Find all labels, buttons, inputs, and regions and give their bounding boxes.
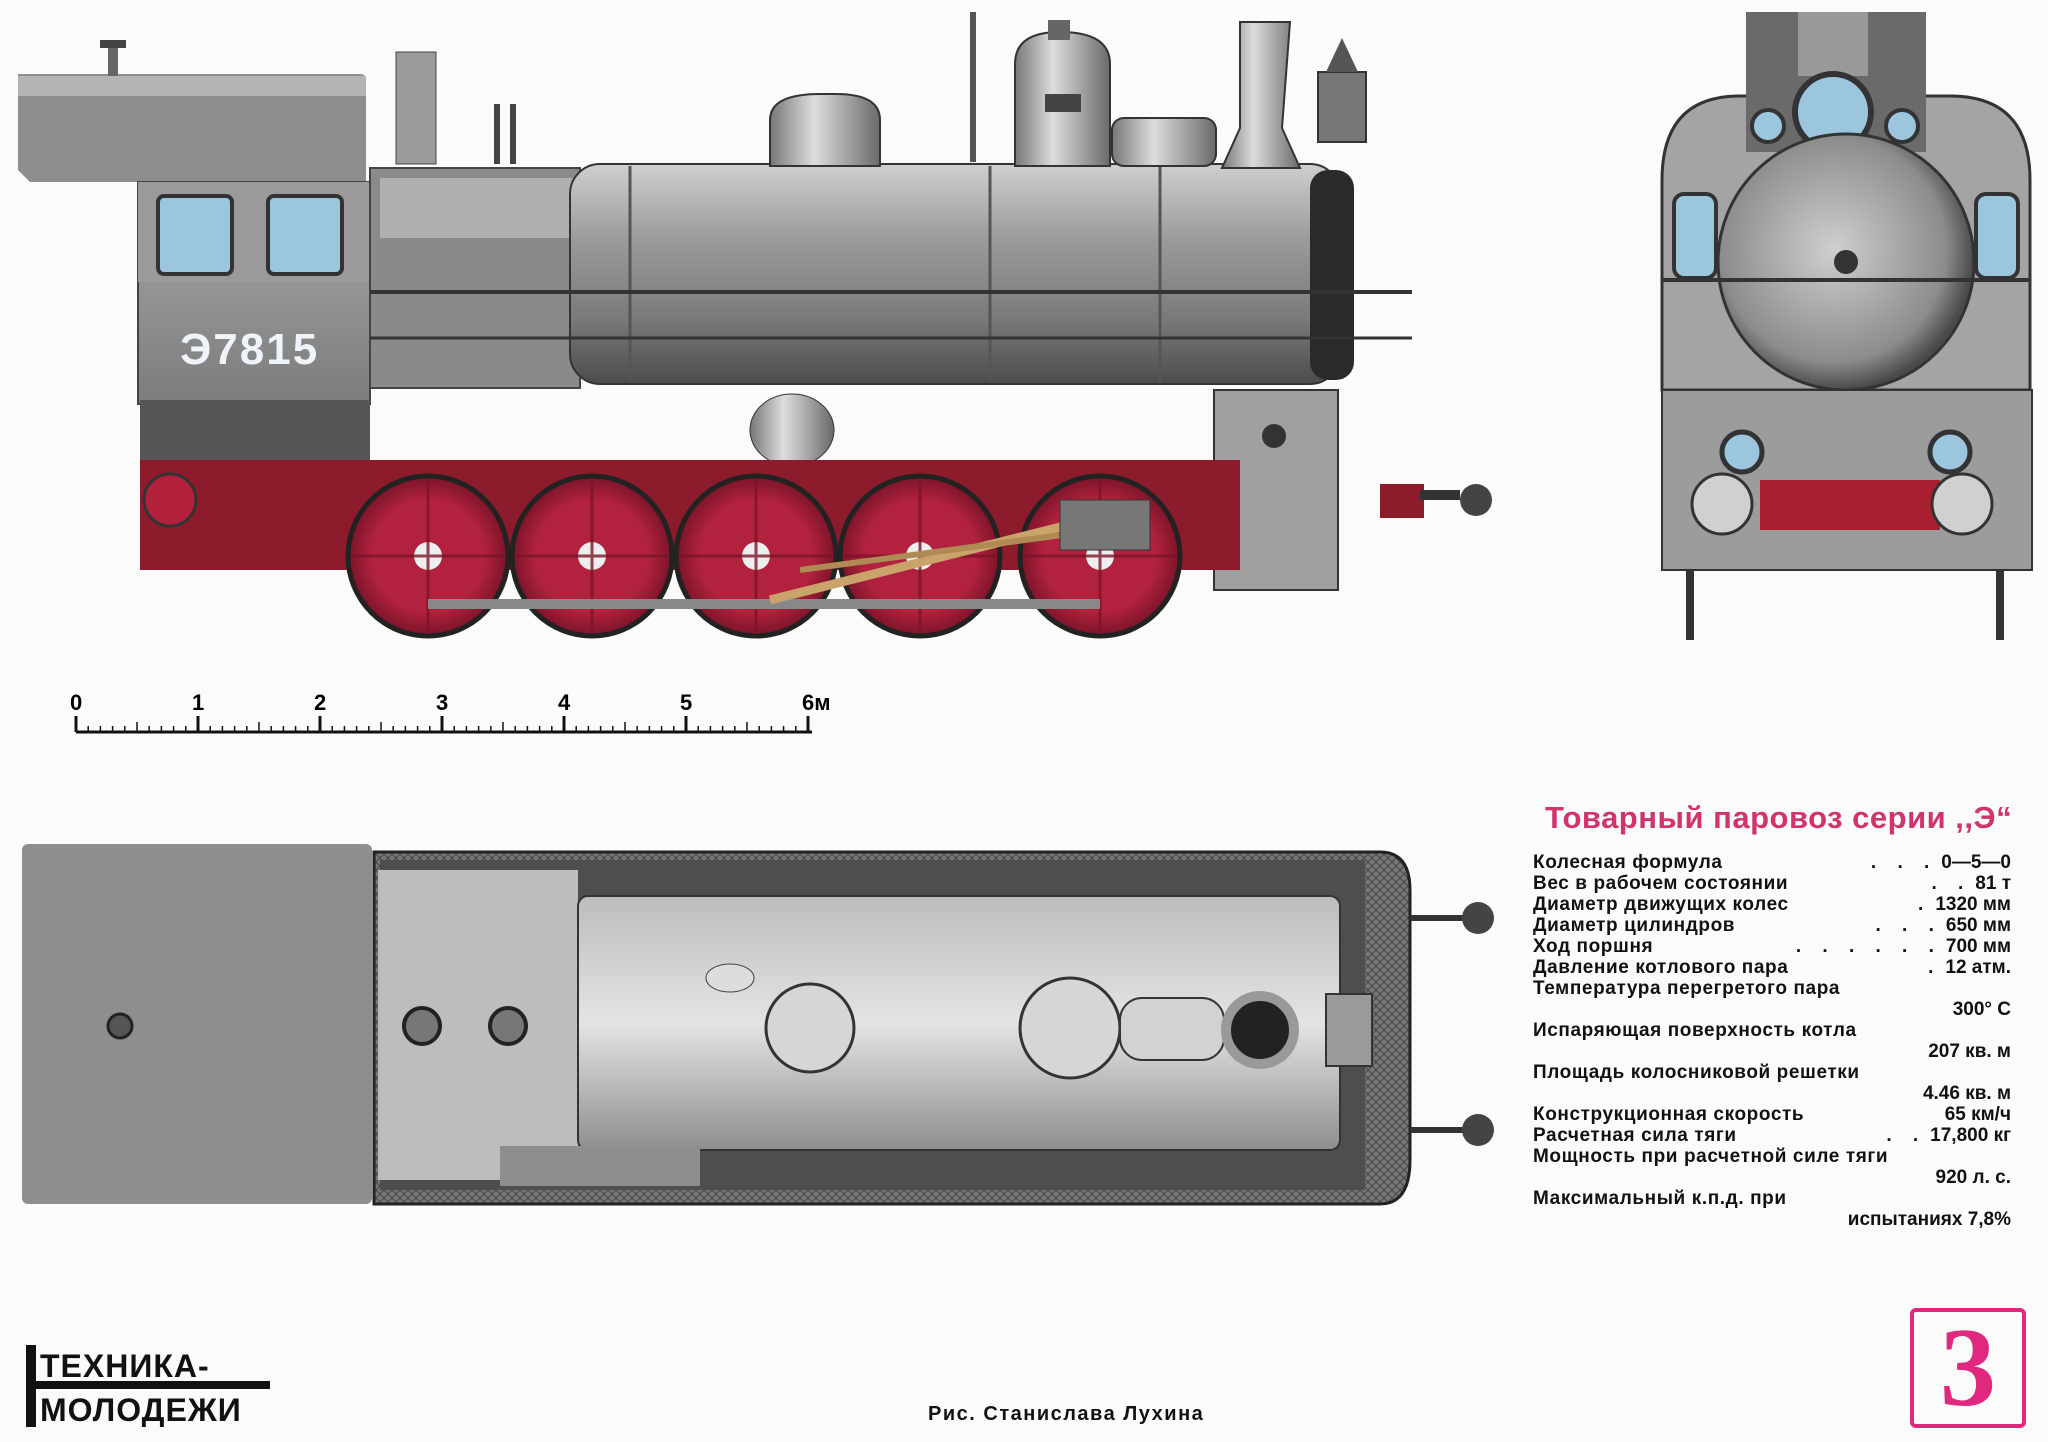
spec-dots xyxy=(1888,1146,2011,1167)
cab-window-right xyxy=(266,194,344,276)
spec-row: Конструкционная скорость 65 км/ч xyxy=(1533,1104,2011,1125)
scale-label: 0 xyxy=(70,690,82,715)
spec-row: Диаметр движущих колес.1320 мм xyxy=(1533,894,2011,915)
spec-value: 920 л. с. xyxy=(1935,1167,2011,1188)
spec-dots: . . . . . . xyxy=(1795,936,1942,957)
spec-row: Максимальный к.п.д. при xyxy=(1533,1188,2011,1209)
spec-value: 700 мм xyxy=(1945,936,2011,957)
spec-value: 4.46 кв. м xyxy=(1922,1083,2011,1104)
spec-value: 81 т xyxy=(1975,873,2011,894)
spec-dots xyxy=(1804,1104,1945,1125)
spec-dots: . . . xyxy=(1870,852,1938,873)
spec-label: Диаметр цилиндров xyxy=(1533,915,1736,936)
logo-line1: ТЕХНИКА- xyxy=(40,1348,210,1384)
spec-row: Температура перегретого пара xyxy=(1533,978,2011,999)
chimney-top xyxy=(1221,991,1299,1069)
spec-dots xyxy=(1860,1062,2011,1083)
spec-value: 300° С xyxy=(1952,999,2011,1020)
spec-row: Колесная формула . . .0—5—0 xyxy=(1533,852,2011,873)
spec-row: Площадь колосниковой решетки xyxy=(1533,1062,2011,1083)
spec-value: 17,800 кг xyxy=(1930,1125,2011,1146)
illustration-credit: Рис. Станислава Лухина xyxy=(928,1403,1205,1425)
scale-bar: 0 1 2 3 4 5 6м xyxy=(70,690,831,734)
spec-row: Вес в рабочем состоянии . .81 т xyxy=(1533,873,2011,894)
spec-dots: . xyxy=(1928,957,1942,978)
scale-label: 5 xyxy=(680,690,692,715)
spec-dots: . xyxy=(1918,894,1932,915)
spec-value: 207 кв. м xyxy=(1928,1041,2011,1062)
scale-label: 2 xyxy=(314,690,326,715)
spec-label: Ход поршня xyxy=(1533,936,1654,957)
spec-value: испытаниях 7,8% xyxy=(1847,1209,2011,1230)
magazine-logo: ТЕХНИКА- МОЛОДЕЖИ xyxy=(26,1345,270,1427)
scale-label: 4 xyxy=(558,690,571,715)
spec-row: Диаметр цилиндров . . .650 мм xyxy=(1533,915,2011,936)
spec-label: Мощность при расчетной силе тяги xyxy=(1533,1146,1889,1167)
spec-dots xyxy=(1840,978,2011,999)
spec-row: Мощность при расчетной силе тяги xyxy=(1533,1146,2011,1167)
boiler xyxy=(569,163,1341,385)
side-view-drawing: Э7815 xyxy=(18,12,1492,639)
spec-row: Испаряющая поверхность котла xyxy=(1533,1020,2011,1041)
scale-label: 6м xyxy=(802,690,831,715)
spec-dots: . . xyxy=(1931,873,1972,894)
spec-value: 1320 мм xyxy=(1935,894,2011,915)
spec-dots xyxy=(1787,1188,2011,1209)
cab-side-window-left xyxy=(1672,192,1718,280)
spec-title: Товарный паровоз серии ,,Э“ xyxy=(1545,800,2013,835)
spec-label: Температура перегретого пара xyxy=(1533,978,1841,999)
spec-label: Давление котлового пара xyxy=(1533,957,1789,978)
spec-value: 0—5—0 xyxy=(1941,852,2011,873)
spec-label: Вес в рабочем состоянии xyxy=(1533,873,1789,894)
spec-label: Испаряющая поверхность котла xyxy=(1533,1020,1857,1041)
headlamp xyxy=(1317,71,1367,143)
spec-label: Расчетная сила тяги xyxy=(1533,1125,1737,1146)
buffer-beam xyxy=(1760,480,1940,530)
scale-label: 3 xyxy=(436,690,448,715)
spec-row: Ход поршня . . . . . .700 мм xyxy=(1533,936,2011,957)
chimney xyxy=(1220,21,1302,169)
spec-value: 650 мм xyxy=(1945,915,2011,936)
locomotive-number: Э7815 xyxy=(180,325,319,374)
spec-row: Расчетная сила тяги . .17,800 кг xyxy=(1533,1125,2011,1146)
spec-dots: . . xyxy=(1886,1125,1927,1146)
spec-label: Колесная формула xyxy=(1533,852,1723,873)
air-tank xyxy=(749,393,835,467)
spec-label: Максимальный к.п.д. при xyxy=(1533,1188,1787,1209)
spec-label: Конструкционная скорость xyxy=(1533,1104,1805,1125)
page-number: 3 xyxy=(1910,1308,2026,1428)
spec-label: Площадь колосниковой решетки xyxy=(1533,1062,1860,1083)
spec-row: Давление котлового пара.12 атм. xyxy=(1533,957,2011,978)
spec-dots xyxy=(1857,1020,2011,1041)
tender-top xyxy=(22,844,372,1204)
spec-label: Диаметр движущих колес xyxy=(1533,894,1789,915)
scale-label: 1 xyxy=(192,690,204,715)
logo-line2: МОЛОДЕЖИ xyxy=(40,1392,242,1427)
cab-roof xyxy=(18,74,366,182)
spec-value: 65 км/ч xyxy=(1944,1104,2011,1125)
top-view-drawing xyxy=(22,844,1494,1206)
spec-dots: . . . xyxy=(1875,915,1942,936)
cab-window-left xyxy=(156,194,234,276)
spec-value: 12 атм. xyxy=(1945,957,2011,978)
front-view-drawing xyxy=(1660,12,2033,640)
cab-side-window-right xyxy=(1974,192,2020,280)
sand-dome xyxy=(769,93,881,167)
